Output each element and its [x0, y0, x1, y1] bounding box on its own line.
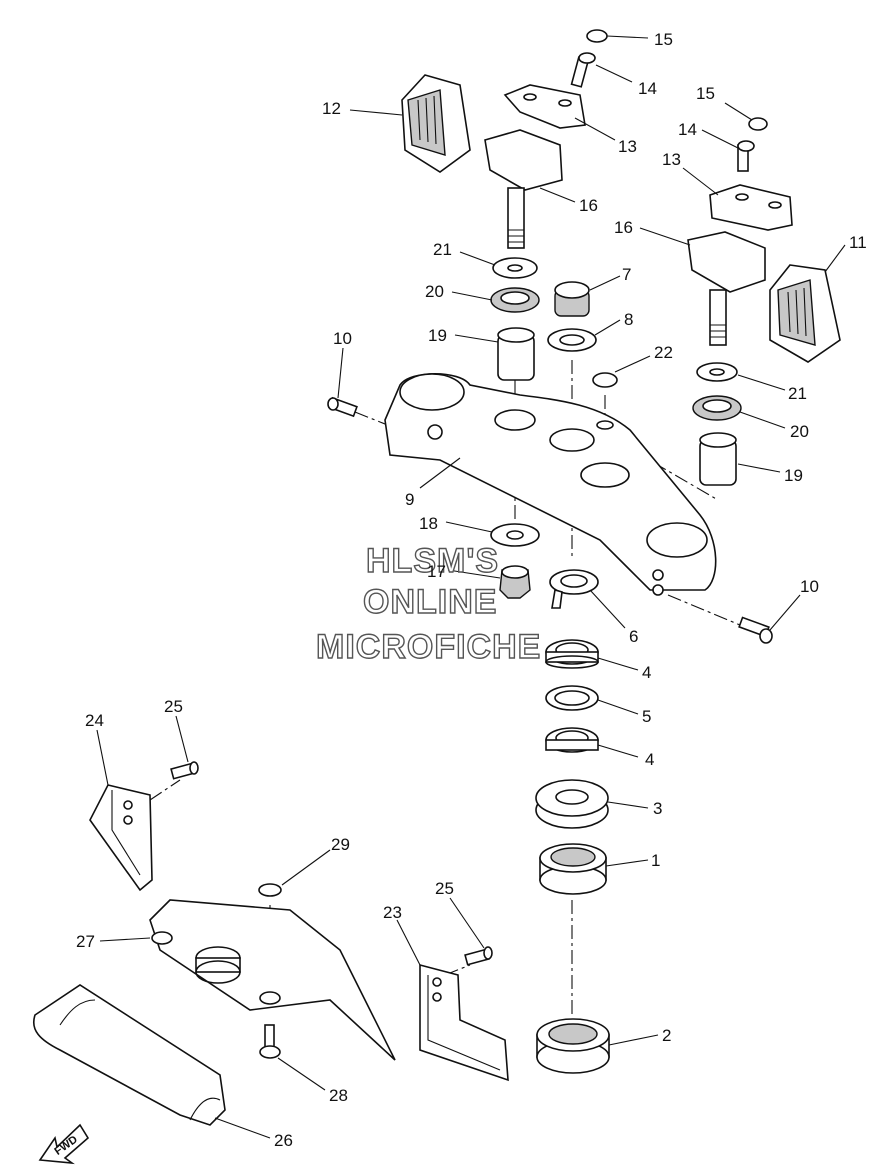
- leader-lines: [96, 35, 846, 1139]
- callout-7: 7: [622, 265, 631, 284]
- washer-21-right: [696, 362, 738, 382]
- callout-13: 13: [618, 137, 637, 156]
- handlebar-cover-11: [769, 264, 841, 363]
- callout-20: 20: [425, 282, 444, 301]
- callout-20: 20: [790, 422, 809, 441]
- callout-23: 23: [383, 903, 402, 922]
- callout-27: 27: [76, 932, 95, 951]
- collar-20-right: [692, 395, 742, 421]
- callout-28: 28: [329, 1086, 348, 1105]
- callout-15: 15: [696, 84, 715, 103]
- grommet-29: [258, 883, 282, 897]
- callout-14: 14: [678, 120, 697, 139]
- plug-22: [592, 372, 618, 388]
- upper-holder-13-right: [709, 184, 793, 231]
- collar-20-left: [490, 287, 540, 313]
- callout-11: 11: [849, 233, 867, 252]
- callout-14: 14: [638, 79, 657, 98]
- callout-26: 26: [274, 1131, 293, 1150]
- cover-26: [33, 984, 226, 1126]
- callout-2: 2: [662, 1026, 671, 1045]
- bearing-2: [536, 1018, 610, 1074]
- watermark: HLSM'S ONLINE MICROFICHE: [315, 541, 541, 666]
- callout-6: 6: [629, 627, 638, 646]
- callout-19: 19: [784, 466, 803, 485]
- bearing-1: [539, 843, 607, 895]
- callout-4: 4: [645, 750, 654, 769]
- lower-holder-16-left: [484, 129, 563, 249]
- callout-25: 25: [435, 879, 454, 898]
- callout-17: 17: [427, 562, 446, 581]
- bracket-23: [419, 963, 509, 1082]
- callout-22: 22: [654, 343, 673, 362]
- bolt-cap-15-right: [748, 117, 768, 131]
- bolt-14-left: [570, 52, 596, 88]
- callout-16: 16: [579, 196, 598, 215]
- washer-8: [547, 328, 597, 352]
- bolt-14-right: [737, 140, 755, 172]
- callout-25: 25: [164, 697, 183, 716]
- upper-bracket-9: [384, 372, 717, 596]
- callout-29: 29: [331, 835, 350, 854]
- washer-5: [545, 685, 599, 711]
- callout-1: 1: [651, 851, 660, 870]
- callout-10: 10: [333, 329, 352, 348]
- callout-labels: 15 14 12 13 15 14 13 16 16 11 21 7 20 8 …: [76, 30, 867, 1150]
- fwd-arrow-icon: FWD: [38, 1123, 90, 1165]
- callout-19: 19: [428, 326, 447, 345]
- bolt-cap-15-left: [586, 29, 608, 43]
- callout-3: 3: [653, 799, 662, 818]
- handlebar-cover-12: [401, 74, 471, 173]
- pinch-bolt-10-left: [327, 396, 358, 418]
- bracket-24: [89, 784, 153, 892]
- callout-21: 21: [788, 384, 807, 403]
- watermark-line-1: HLSM'S: [366, 542, 499, 580]
- watermark-line-3: MICROFICHE: [316, 628, 541, 666]
- callout-24: 24: [85, 711, 104, 730]
- callout-8: 8: [624, 310, 633, 329]
- callout-10: 10: [800, 577, 819, 596]
- washer-18: [490, 523, 540, 547]
- upper-holder-13-left: [503, 84, 586, 129]
- callout-13: 13: [662, 150, 681, 169]
- damper-19-left: [497, 327, 535, 381]
- ring-nut-4-lower: [545, 727, 599, 753]
- callout-21: 21: [433, 240, 452, 259]
- callout-4: 4: [642, 663, 651, 682]
- lock-washer-6: [549, 569, 599, 609]
- bolt-25-left: [170, 761, 199, 780]
- callout-16: 16: [614, 218, 633, 237]
- pinch-bolt-10-right: [738, 616, 773, 644]
- callout-15: 15: [654, 30, 673, 49]
- seal-3: [535, 779, 609, 829]
- nut-cap-7: [554, 281, 590, 317]
- nut-17: [499, 565, 531, 599]
- lower-holder-16-right: [687, 231, 766, 346]
- callout-12: 12: [322, 99, 341, 118]
- callout-5: 5: [642, 707, 651, 726]
- callout-18: 18: [419, 514, 438, 533]
- bolt-28: [259, 1024, 281, 1059]
- cover-plate-27: [149, 899, 396, 1061]
- washer-21-left: [492, 257, 538, 279]
- bolt-25-right: [464, 946, 493, 966]
- ring-nut-4-upper: [545, 639, 599, 669]
- damper-19-right: [699, 432, 737, 486]
- watermark-line-2: ONLINE: [363, 583, 497, 621]
- callout-9: 9: [405, 490, 414, 509]
